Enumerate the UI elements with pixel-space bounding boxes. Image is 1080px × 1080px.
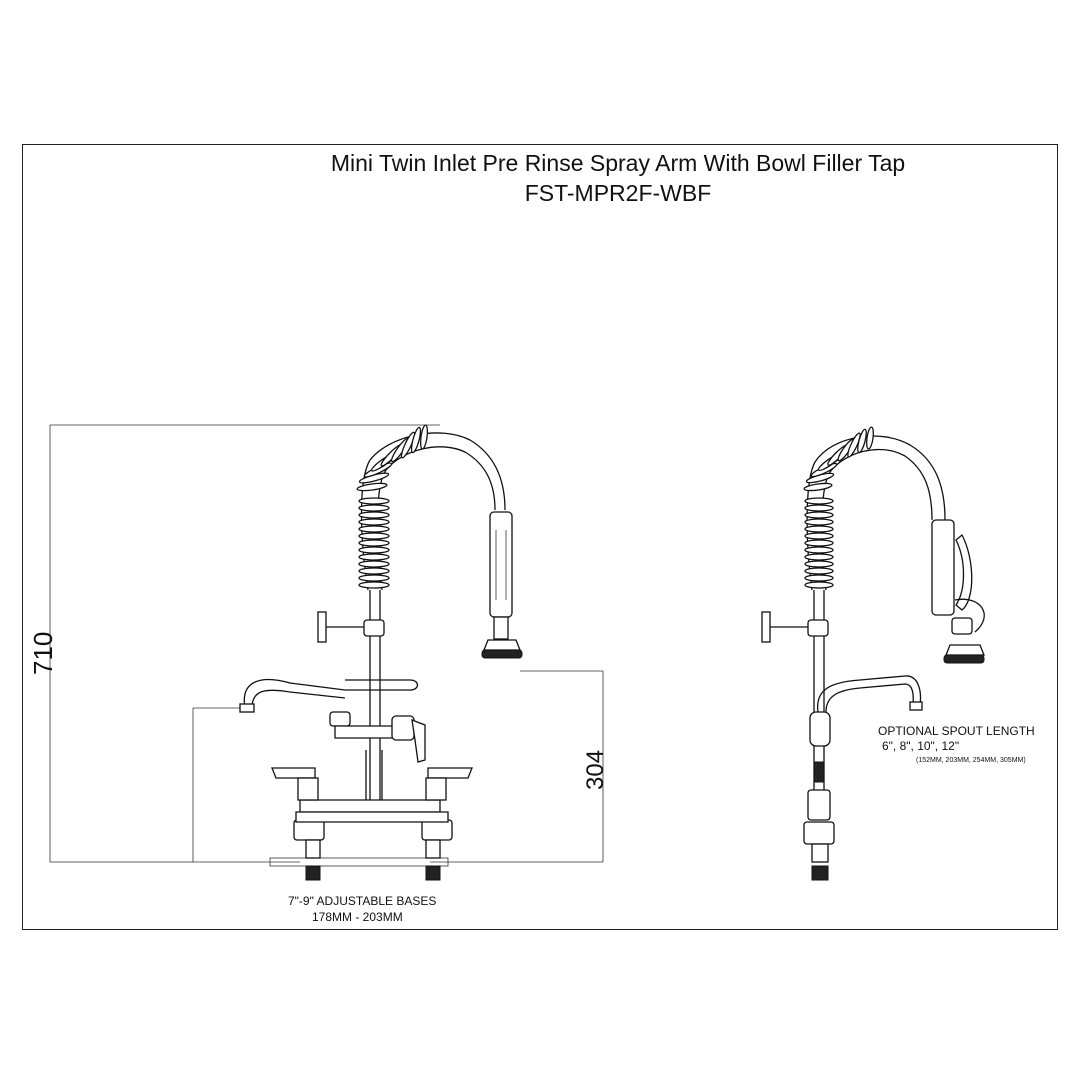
spring-ring [804, 546, 834, 554]
dimension-710-lines [49, 424, 440, 863]
wall-bracket [317, 611, 385, 643]
spring-ring [857, 428, 867, 454]
spring-ring [358, 546, 390, 554]
spring-ring [358, 574, 390, 582]
spring-ring [804, 574, 834, 582]
spring-ring [358, 525, 390, 533]
spring-ring [804, 497, 834, 505]
spring-ring [804, 539, 834, 547]
valve-body [329, 711, 426, 763]
side-bowl-filler-spout [809, 675, 923, 747]
spring-ring [804, 525, 834, 533]
spring-ring [356, 482, 388, 492]
spring-rings [356, 424, 429, 589]
side-spray-head [931, 519, 985, 664]
side-view [761, 426, 985, 881]
spring-ring [804, 567, 834, 575]
bowl-filler-spout [239, 679, 346, 713]
spring-ring [358, 560, 390, 568]
dimension-304-lines [430, 670, 604, 863]
spray-hook [345, 679, 419, 691]
spring-ring [804, 560, 834, 568]
spring-ring [804, 511, 834, 519]
right-tap [421, 767, 473, 881]
drawing-title: Mini Twin Inlet Pre Rinse Spray Arm With… [330, 150, 906, 176]
spout-option-sizes: 6", 8", 10", 12" [882, 739, 960, 753]
front-view [49, 424, 604, 881]
spring-ring [358, 511, 390, 519]
spring-ring [358, 553, 390, 561]
spout-option-metric: (152MM, 203MM, 254MM, 305MM) [916, 757, 1026, 764]
spring-ring [847, 432, 861, 458]
spring-ring [358, 581, 390, 589]
drawing-frame [22, 144, 1058, 930]
dimension-710-label: 710 [28, 631, 58, 675]
spring-ring [419, 424, 429, 450]
side-spring-rings [803, 426, 874, 589]
spring-ring [804, 581, 834, 589]
spray-head [481, 511, 523, 659]
side-tap-body [803, 761, 835, 881]
bases-metric-label: 178MM - 203MM [312, 910, 403, 924]
spring-ring [358, 532, 390, 540]
spring-ring [358, 497, 390, 505]
spout-option-label: OPTIONAL SPOUT LENGTH [878, 724, 1035, 738]
dimension-304-label: 304 [582, 749, 609, 790]
left-tap [271, 767, 325, 881]
spring-ring [804, 518, 834, 526]
spring-ring [358, 567, 390, 575]
spring-ring [358, 504, 390, 512]
spring-ring [804, 532, 834, 540]
model-number: FST-MPR2F-WBF [524, 180, 712, 206]
spring-ring [803, 482, 833, 492]
spring-ring [804, 504, 834, 512]
spring-ring [358, 539, 390, 547]
side-wall-bracket [761, 611, 829, 643]
spring-ring [866, 426, 874, 450]
bases-label: 7"-9" ADJUSTABLE BASES [288, 894, 437, 908]
spring-ring [804, 553, 834, 561]
spring-ring [358, 518, 390, 526]
spring-ring [410, 426, 422, 454]
base-plate [269, 857, 449, 867]
spout-reference-lines [192, 707, 245, 862]
spring-ring [400, 431, 416, 459]
